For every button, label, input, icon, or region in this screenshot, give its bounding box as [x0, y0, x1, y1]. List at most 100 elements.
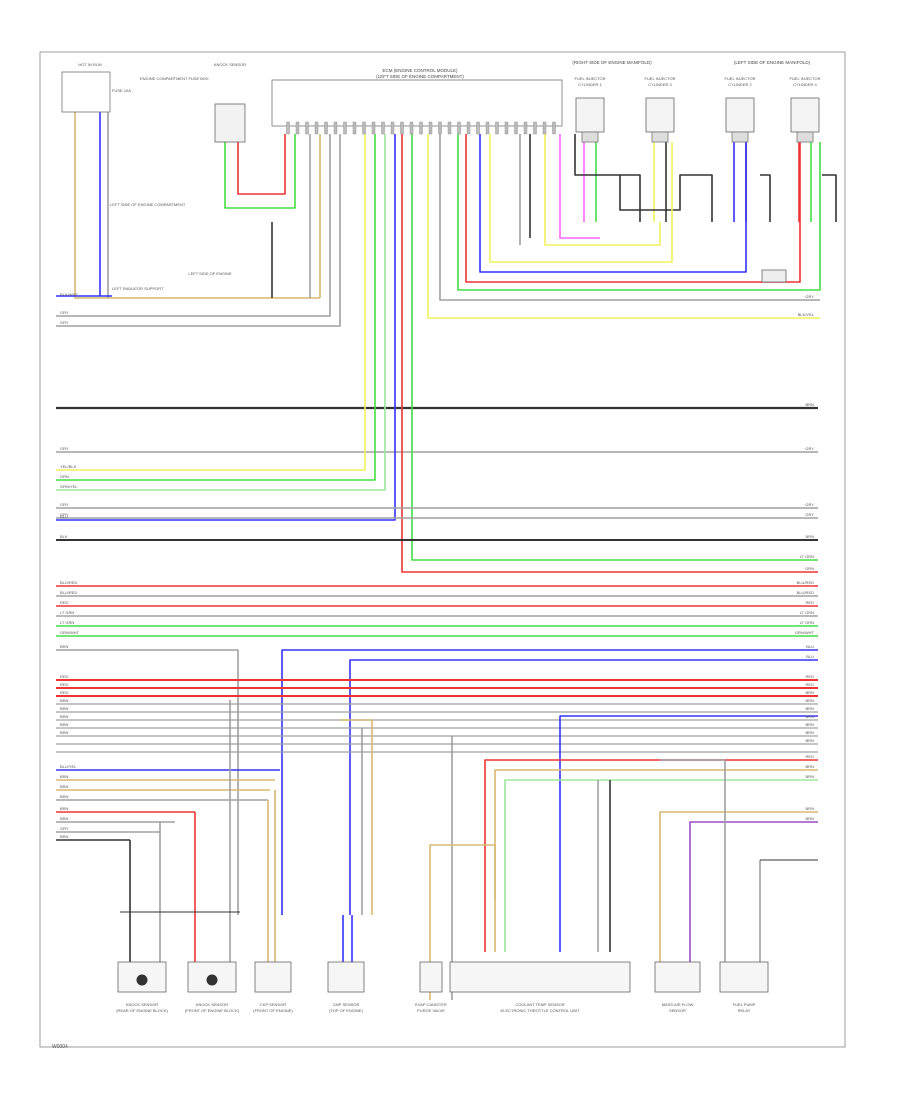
ecm-pin: [409, 121, 414, 135]
wire-label-right: GRY: [805, 512, 814, 517]
ecm-gray-bus: [56, 134, 331, 317]
injector-harness-wire: [760, 174, 771, 222]
wire-label-left: BRN: [60, 714, 69, 719]
wire-label-left: GRY: [60, 310, 69, 315]
ecm-pin: [333, 121, 338, 135]
ecm-pin: [352, 121, 357, 135]
fuel-injector-label: FUEL INJECTOR: [644, 76, 675, 81]
wire-label-right: BRN: [806, 738, 815, 743]
bottom-component-4: [327, 961, 365, 993]
label-layer: ECM (ENGINE CONTROL MODULE) (LEFT SIDE O…: [52, 60, 821, 1050]
wire-label-left: BRN: [60, 698, 69, 703]
ecm-gray-bus-2: [56, 134, 341, 327]
ecm-subtitle: (LEFT SIDE OF ENGINE COMPARTMENT): [376, 74, 464, 79]
wire-label-right: BRN: [806, 816, 815, 821]
wire-label-left: BRN: [60, 774, 69, 779]
ecm-pin: [523, 121, 528, 135]
fuel-injector-2: [645, 97, 675, 133]
wire-label-right: LT GRN: [800, 610, 814, 615]
injector-harness-wire: [559, 134, 600, 239]
throttle-blue-wire: [559, 715, 818, 952]
ecm-pin: [476, 121, 480, 135]
maf-tan-wire: [659, 811, 818, 962]
bottom-component-label: EVAP CANISTER: [415, 1002, 447, 1007]
wire-label-left: RED: [60, 600, 69, 605]
wire-label-left: RED: [60, 690, 69, 695]
wire-label-right: RED: [806, 600, 815, 605]
wire-label-right: BLU/RED: [797, 590, 814, 595]
wire-label-right: BLU: [806, 654, 814, 659]
wire-label-left: RED: [60, 674, 69, 679]
wire-label-left: BLK/WHT: [60, 292, 78, 297]
fuel-injector-plug-3: [731, 131, 749, 143]
ecm-connector: [271, 79, 563, 127]
ecm-pin: [514, 121, 518, 135]
ecm-pin: [305, 121, 309, 135]
ground-label: LEFT RADIATOR SUPPORT: [112, 286, 164, 291]
ckp-blue-wire: [281, 649, 818, 915]
cmp-blue-wire: [349, 659, 818, 915]
wire-label-right: RED: [806, 682, 815, 687]
knock-sensor-a-symbol: [136, 974, 148, 986]
fuel-injector-sub: CYLINDER 3: [648, 82, 672, 87]
ecm-blue-feed: [56, 134, 396, 521]
hot-fuse-label: HOT IN RUN: [78, 62, 101, 67]
wire-label-left: LT GRN: [60, 620, 74, 625]
injector-return-yellow: [489, 134, 673, 263]
bottom-component-label: CMP SENSOR: [333, 1002, 360, 1007]
knock-sensor-b-symbol: [206, 974, 218, 986]
wire-label-right: BLU/RED: [797, 580, 814, 585]
ecm-pin: [504, 121, 509, 135]
relay-gray-wire: [660, 759, 726, 962]
wire-label-right: BRN: [806, 730, 815, 735]
ecm-green-feed: [56, 134, 376, 481]
fuel-injector-sub: CYLINDER 2: [728, 82, 752, 87]
maf-violet-wire: [689, 821, 818, 962]
bottom-component-label: MASS AIR FLOW: [662, 1002, 694, 1007]
injector-return-blue: [479, 134, 747, 273]
ecm-pin: [419, 121, 423, 135]
wire-label-left: BRN: [60, 730, 69, 735]
left-bank-label: (LEFT SIDE OF ENGINE MANIFOLD): [734, 60, 811, 65]
sensor-signal-wire: [224, 134, 296, 209]
ecm-title: ECM (ENGINE CONTROL MODULE): [382, 68, 458, 73]
wire-label-right: BRN: [806, 706, 815, 711]
wire-label-right: BRN: [806, 722, 815, 727]
bottom-component-3: [254, 961, 292, 993]
bottom-component-label: FUEL PUMP: [733, 1002, 756, 1007]
throttle-tan-wire: [494, 769, 818, 952]
ecm-pin: [381, 121, 385, 135]
bottom-component-sub: PURGE VALVE: [417, 1008, 445, 1013]
wire-label-left: LT GRN: [60, 610, 74, 615]
throttle-green-wire: [504, 779, 818, 952]
injector-splice-connector: [761, 269, 787, 283]
bottom-component-sub: (FRONT OF ENGINE BLOCK): [185, 1008, 240, 1013]
ecm-pin: [552, 121, 556, 135]
wire-label-right: GRY: [805, 502, 814, 507]
wire-label-left: GRN: [60, 474, 69, 479]
bottom-component-sub: SENSOR: [669, 1008, 686, 1013]
ecm-pin: [466, 121, 471, 135]
wire-label-right: BRN: [806, 714, 815, 719]
bottom-component-sub: ELECTRONIC THROTTLE CONTROL UNIT: [501, 1008, 580, 1013]
ecm-pin: [447, 121, 452, 135]
wire-layer: [56, 112, 837, 1000]
wire-label-left: GRY: [60, 446, 69, 451]
ecm-pin: [457, 121, 461, 135]
sensor-power-wire: [237, 134, 286, 195]
fuel-injector-plug-4: [796, 131, 814, 143]
wire-label-right: BLU: [806, 644, 814, 649]
ecm-pin: [314, 121, 319, 135]
wire-label-right: BRN: [806, 764, 815, 769]
wire-label-right: LT GRN: [800, 554, 814, 559]
fuel-injector-1: [575, 97, 605, 133]
fuel-injector-plug-1: [581, 131, 599, 143]
ecm-ltgreen-feed: [56, 134, 386, 491]
wire-label-right: BRN: [806, 534, 815, 539]
throttle-red-wire: [484, 759, 818, 952]
wire-label-left: BRN: [60, 722, 69, 727]
bottom-component-sub: (FRONT OF ENGINE): [253, 1008, 293, 1013]
wire-label-left: BLK: [60, 534, 68, 539]
ecm-pin: [295, 121, 300, 135]
